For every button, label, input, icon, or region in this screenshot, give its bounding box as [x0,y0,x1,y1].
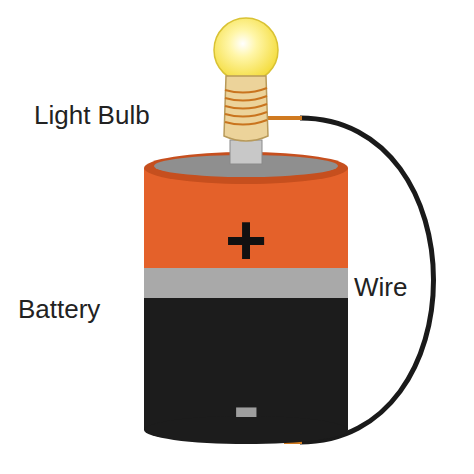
wire-end [268,116,302,120]
polarity-sign: + [225,204,267,276]
part-label: Light Bulb [34,102,150,128]
bulb-thread-line [225,96,267,101]
part-label: Battery [18,296,100,322]
battery-terminal [230,140,262,164]
bulb-base [224,76,268,141]
part-label: Wire [354,274,407,300]
bulb-thread-line [225,104,267,109]
bulb-thread-line [225,88,267,93]
polarity-sign: - [233,366,260,446]
bulb-thread-line [225,112,267,117]
bulb-thread [225,88,267,125]
bulb-thread-line [225,120,267,125]
bulb-glass [214,18,278,82]
